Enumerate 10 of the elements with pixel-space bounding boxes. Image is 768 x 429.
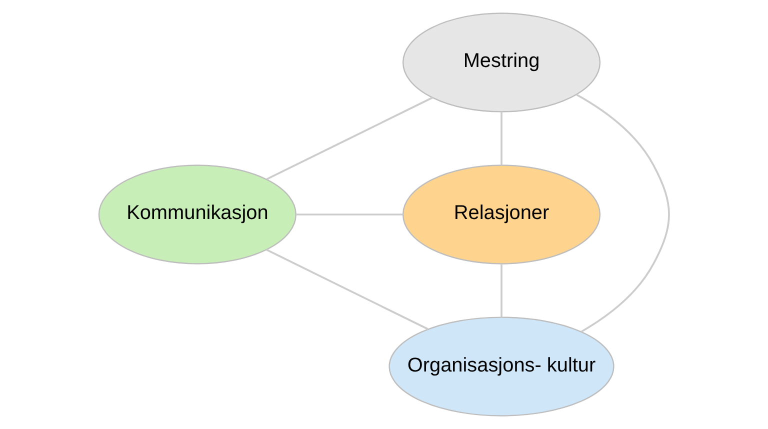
node-ellipse: Organisasjons- kultur xyxy=(388,316,614,416)
connector xyxy=(266,248,428,330)
connector xyxy=(296,214,403,216)
node-ellipse: Relasjoner xyxy=(402,164,601,264)
connector xyxy=(266,96,433,180)
node-ellipse: Kommunikasjon xyxy=(98,164,296,264)
connector xyxy=(500,264,502,318)
connector xyxy=(576,94,670,332)
connector xyxy=(500,112,502,166)
node-ellipse: Mestring xyxy=(402,12,601,112)
